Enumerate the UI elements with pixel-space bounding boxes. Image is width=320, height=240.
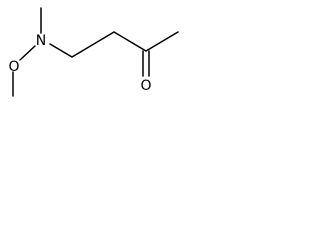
structure-diagram: N O O (8, 7, 179, 97)
bond-ch2-ch2 (71, 31, 115, 58)
carbonyl-oxygen-atom-label: O (140, 78, 151, 94)
bond-n-ch2 (49, 43, 73, 58)
bond-n-o (19, 45, 36, 61)
bond-carbonyl-carbon-methyl (145, 31, 179, 52)
nitrogen-atom-label: N (36, 33, 46, 49)
ether-oxygen-atom-label: O (8, 59, 19, 75)
bond-ch2-carbonyl-carbon (113, 31, 147, 52)
